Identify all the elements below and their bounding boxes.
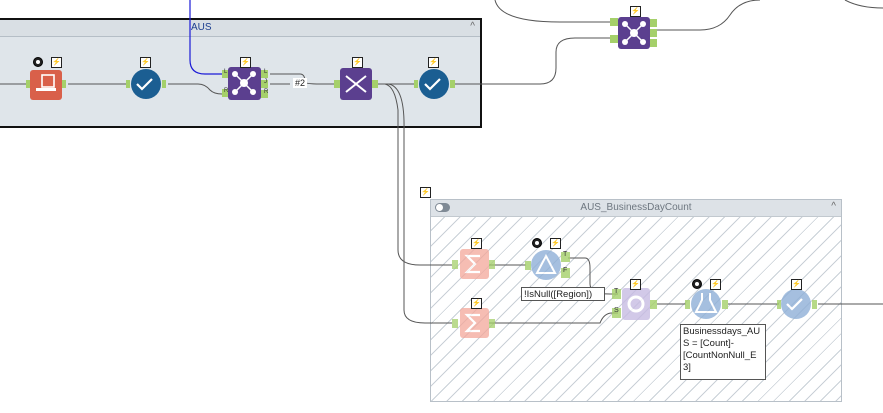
append-source-label: S bbox=[614, 307, 619, 314]
connection-line bbox=[655, 0, 761, 31]
formula-flask-icon bbox=[694, 293, 718, 313]
join-anchor-left bbox=[222, 70, 228, 78]
filter-annotation: !IsNull([Region]) bbox=[521, 287, 605, 301]
join-output-join-label: J bbox=[264, 79, 267, 85]
container-aus-title: AUS bbox=[191, 22, 212, 33]
connection-name-label[interactable]: #2 bbox=[293, 78, 308, 88]
container-enable-toggle[interactable] bbox=[435, 203, 450, 212]
filter-false-label: F bbox=[563, 267, 568, 274]
join-output-join bbox=[261, 80, 268, 88]
dna-icon bbox=[345, 75, 367, 93]
append-source-anchor bbox=[612, 308, 621, 318]
append-target-label: T bbox=[614, 288, 619, 295]
filter-false-anchor bbox=[561, 268, 570, 278]
selected-connection-line bbox=[189, 0, 228, 75]
container-aus-caption[interactable]: AUS ^ bbox=[0, 20, 480, 37]
filter-true-label: T bbox=[563, 251, 568, 258]
cache-lightning-icon: ⚡ bbox=[791, 279, 802, 290]
cache-lightning-icon: ⚡ bbox=[240, 57, 251, 68]
cache-lightning-icon: ⚡ bbox=[471, 298, 482, 309]
select-tool-2[interactable] bbox=[414, 69, 455, 99]
dynamic-rename-tool[interactable] bbox=[334, 68, 378, 100]
join-output-right bbox=[261, 90, 268, 98]
error-gear-icon bbox=[692, 279, 702, 289]
cache-lightning-icon: ⚡ bbox=[352, 57, 363, 68]
append-target-anchor bbox=[612, 289, 621, 299]
container-aus-collapse-icon[interactable]: ^ bbox=[470, 21, 475, 32]
join-output-left bbox=[261, 70, 268, 78]
connection-line bbox=[489, 312, 618, 324]
join-tool-2[interactable] bbox=[610, 17, 657, 49]
join-tool-1[interactable] bbox=[222, 67, 268, 100]
connection-line bbox=[387, 83, 452, 324]
join-input-right-label: R bbox=[224, 88, 229, 94]
select-tool-1[interactable] bbox=[126, 69, 166, 99]
filter-true-anchor bbox=[561, 252, 570, 262]
error-gear-icon bbox=[532, 238, 542, 248]
cache-lightning-icon: ⚡ bbox=[630, 279, 641, 290]
connection-line bbox=[844, 0, 883, 9]
connection-line bbox=[455, 37, 610, 85]
formula-annotation: Businessdays_AU S = [Count]- [CountNonNu… bbox=[680, 324, 766, 380]
select-check-icon bbox=[786, 298, 803, 311]
formula-tool[interactable] bbox=[685, 289, 728, 319]
container-business-day-count-caption[interactable]: AUS_BusinessDayCount ^ bbox=[431, 200, 841, 217]
join-input-left-label: L bbox=[224, 69, 228, 75]
filter-icon bbox=[535, 253, 557, 274]
cache-lightning-icon: ⚡ bbox=[471, 238, 482, 249]
select-check-icon bbox=[424, 78, 441, 91]
select-check-icon bbox=[136, 78, 153, 91]
summarize-sigma-icon bbox=[464, 254, 480, 274]
connections bbox=[0, 0, 883, 324]
text-input-tool[interactable] bbox=[26, 70, 66, 100]
summarize-tool-2[interactable] bbox=[452, 308, 495, 338]
summarize-tool-1[interactable] bbox=[452, 249, 495, 279]
filter-tool[interactable] bbox=[525, 250, 570, 280]
cache-lightning-icon: ⚡ bbox=[550, 238, 561, 249]
container-business-day-count-collapse-icon[interactable]: ^ bbox=[831, 201, 836, 212]
connection-line bbox=[384, 83, 452, 266]
append-fields-icon bbox=[627, 295, 645, 313]
join-output-left-label: L bbox=[264, 69, 268, 75]
cache-lightning-icon: ⚡ bbox=[710, 279, 721, 290]
container-business-day-count-title: AUS_BusinessDayCount bbox=[580, 202, 692, 213]
error-gear-icon bbox=[33, 57, 43, 67]
append-fields-tool[interactable] bbox=[612, 288, 657, 320]
summarize-sigma-icon bbox=[464, 313, 480, 333]
container-cache-lightning-icon: ⚡ bbox=[420, 187, 431, 198]
text-input-icon bbox=[41, 74, 55, 88]
join-output-right-label: R bbox=[264, 89, 269, 95]
connection-line bbox=[168, 83, 228, 95]
cache-lightning-icon: ⚡ bbox=[428, 57, 439, 68]
select-tool-3[interactable] bbox=[777, 289, 817, 319]
connection-line bbox=[494, 0, 610, 23]
container-aus[interactable]: AUS ^ bbox=[0, 18, 482, 128]
cache-lightning-icon: ⚡ bbox=[630, 6, 641, 17]
cache-lightning-icon: ⚡ bbox=[51, 57, 62, 68]
join-anchor-right bbox=[222, 89, 228, 97]
cache-lightning-icon: ⚡ bbox=[140, 57, 151, 68]
